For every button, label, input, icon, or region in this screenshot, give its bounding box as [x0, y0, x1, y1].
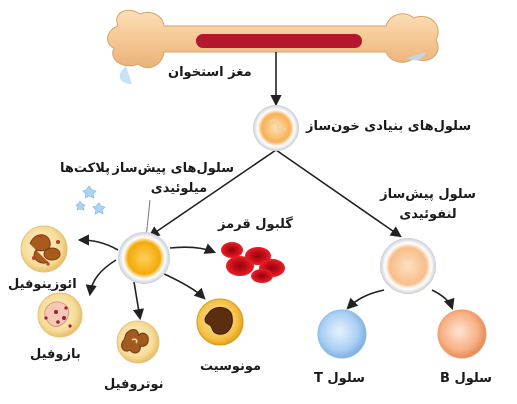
label-monocyte: مونوسیت	[200, 359, 262, 374]
label-hematopoietic-stem-cell: سلول‌های بنیادی خون‌ساز	[306, 119, 472, 134]
label-t-cell: سلول T	[314, 371, 365, 386]
arrows	[77, 52, 455, 321]
label-myeloid-progenitor-line2: میلوئیدی	[150, 181, 208, 196]
lymphoid-progenitor-cell	[380, 238, 436, 294]
platelets	[75, 185, 106, 215]
label-b-cell: سلول B	[440, 371, 492, 386]
bone-marrow-stripe	[196, 34, 362, 48]
label-lymphoid-progenitor-line1: سلول پیش‌ساز	[380, 187, 476, 202]
myeloid-progenitor-cell	[118, 232, 170, 284]
basophil-cell	[37, 292, 83, 338]
label-lymphoid-progenitor-line2: لنفوئیدی	[399, 207, 457, 222]
hematopoietic-stem-cell	[253, 105, 299, 151]
monocyte-cell	[196, 298, 244, 346]
myeloid-label-pointer	[145, 199, 151, 239]
label-red-blood-cell: گلبول قرمز	[218, 217, 293, 232]
t-cell	[317, 309, 367, 359]
label-eosinophil: ائوزینوفیل	[8, 277, 77, 292]
label-bone-marrow: مغز استخوان	[168, 65, 252, 80]
label-basophil: بازوفیل	[30, 347, 81, 362]
label-platelets: پلاکت‌ها	[60, 161, 110, 176]
b-cell	[437, 309, 487, 359]
red-blood-cells	[221, 242, 285, 283]
label-myeloid-progenitor-line1: سلول‌های پیش‌ساز	[112, 161, 234, 176]
bone-illustration	[107, 10, 439, 84]
neutrophil-cell	[116, 320, 160, 364]
eosinophil-cell	[20, 225, 68, 273]
label-neutrophil: نوتروفیل	[104, 377, 164, 392]
